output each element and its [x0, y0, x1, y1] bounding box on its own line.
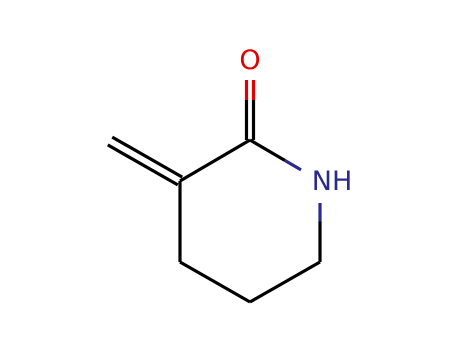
- atom-label-nitrogen: NH: [312, 166, 353, 197]
- atom-label-layer: O NH: [239, 45, 352, 197]
- bond-c6-c5: [249, 260, 321, 304]
- bond-c5-c4: [179, 260, 251, 304]
- bond-c2-n-half-a: [249, 138, 286, 162]
- bond-c3-c2: [179, 138, 251, 183]
- bond-layer: [106, 80, 322, 304]
- atom-label-oxygen: O: [239, 45, 260, 76]
- bond-c3-ch2-line-1: [106, 143, 179, 187]
- bond-c3-ch2-line-2: [111, 135, 184, 179]
- bond-c2-n-half-b: [284, 159, 302, 172]
